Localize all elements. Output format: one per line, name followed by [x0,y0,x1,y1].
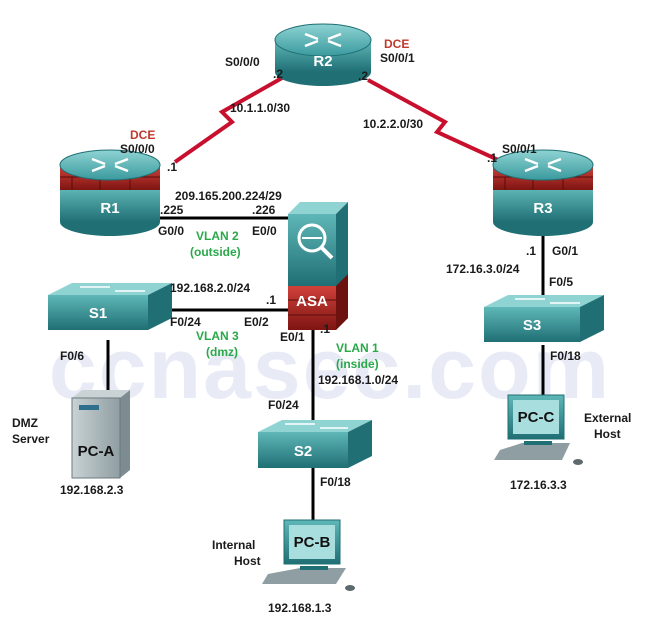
pca-role-line1: DMZ [12,416,38,430]
router-arrows-icon [304,32,342,48]
r2-s000-label: S0/0/0 [225,55,260,69]
r1-s000-label: S0/0/0 [120,142,155,156]
r1-g00-label: G0/0 [158,224,184,238]
vlan3-label: VLAN 3 [196,329,239,343]
vlan1-name: (inside) [336,357,379,371]
r3-s001-label: S0/0/1 [502,142,537,156]
r1-name: R1 [100,200,119,217]
s2-f024-label: F0/24 [268,398,299,412]
switch-arrows-icon [285,423,348,429]
router-r1[interactable]: R1 [59,149,161,236]
pcb-role-line1: Internal [212,538,255,552]
pcc-role-line1: External [584,411,631,425]
r2-s000-ip: .2 [273,67,283,81]
vlan2-label: VLAN 2 [196,229,239,243]
r1-s000-ip: .1 [167,160,177,174]
vlan3-name: (dmz) [206,345,238,359]
r2-s001-ip: .2 [358,69,368,83]
server-pc-a[interactable]: PC-A [71,390,130,479]
router-r3[interactable]: R3 [492,149,594,236]
r1-dce-label: DCE [130,128,155,142]
keyboard-icon [262,568,346,584]
switch-s2[interactable]: S2 [258,420,372,468]
monitor-screen-icon [513,400,559,434]
mouse-icon [345,585,355,591]
pcc-role-line2: Host [594,427,621,441]
pcb-ip: 192.168.1.3 [268,601,332,615]
mouse-icon [573,459,583,465]
pcc-ip: 172.16.3.3 [510,478,567,492]
asa-name: ASA [296,293,328,310]
router-arrows-icon [524,157,562,173]
s3-f018-label: F0/18 [550,349,581,363]
s2-f018-label: F0/18 [320,475,351,489]
asa-e00-label: E0/0 [252,224,277,238]
pc-b[interactable]: PC-B [262,519,355,591]
server-drive-icon [79,405,99,410]
magnifier-icon [297,223,334,260]
r2-s001-label: S0/0/1 [380,51,415,65]
asa-e00-ip: .226 [252,203,276,217]
s3-name: S3 [523,317,541,334]
switch-s3[interactable]: S3 [484,295,604,342]
pc-c[interactable]: PC-C [494,394,583,465]
s2-name: S2 [294,443,312,460]
network-inside: 192.168.1.0/24 [318,373,398,387]
asa-e02-ip: .1 [266,293,276,307]
asa-e01-label: E0/1 [280,330,305,344]
pcb-role-line2: Host [234,554,261,568]
s1-f06-label: F0/6 [60,349,84,363]
asa-e01-ip: .1 [320,322,330,336]
router-arrows-icon [91,157,129,173]
pca-ip: 192.168.2.3 [60,483,124,497]
network-r1-r2: 10.1.1.0/30 [230,101,290,115]
network-r3-lan: 172.16.3.0/24 [446,262,520,276]
r2-dce-label: DCE [384,37,409,51]
s1-name: S1 [89,305,107,322]
r2-name: R2 [313,53,332,70]
network-dmz: 192.168.2.0/24 [170,281,250,295]
pcc-name: PC-C [518,409,555,426]
pca-name: PC-A [78,443,115,460]
serial-link-r2-r3 [367,78,521,172]
r3-s001-ip: .1 [487,151,497,165]
r3-name: R3 [533,200,552,217]
router-r2[interactable]: R2 [274,23,372,86]
keyboard-icon [494,443,570,460]
asa-e02-label: E0/2 [244,315,269,329]
monitor-screen-icon [289,525,335,559]
switch-arrows-icon [80,286,145,292]
serial-link-r1-r2 [173,76,283,164]
r1-g00-ip: .225 [160,203,184,217]
network-outside: 209.165.200.224/29 [175,189,282,203]
asa-firewall[interactable]: ASA [288,202,348,330]
network-r2-r3: 10.2.2.0/30 [363,117,423,131]
r3-g01-label: G0/1 [552,244,578,258]
switch-arrows-icon [515,298,580,304]
s3-f05-label: F0/5 [549,275,573,289]
vlan1-label: VLAN 1 [336,341,379,355]
vlan2-name: (outside) [190,245,241,259]
switch-s1[interactable]: S1 [48,283,172,330]
r3-g01-ip: .1 [526,244,536,258]
s1-f024-label: F0/24 [170,315,201,329]
pcb-name: PC-B [294,534,331,551]
pca-role-line2: Server [12,432,50,446]
firewall-brick-pattern [288,299,336,316]
